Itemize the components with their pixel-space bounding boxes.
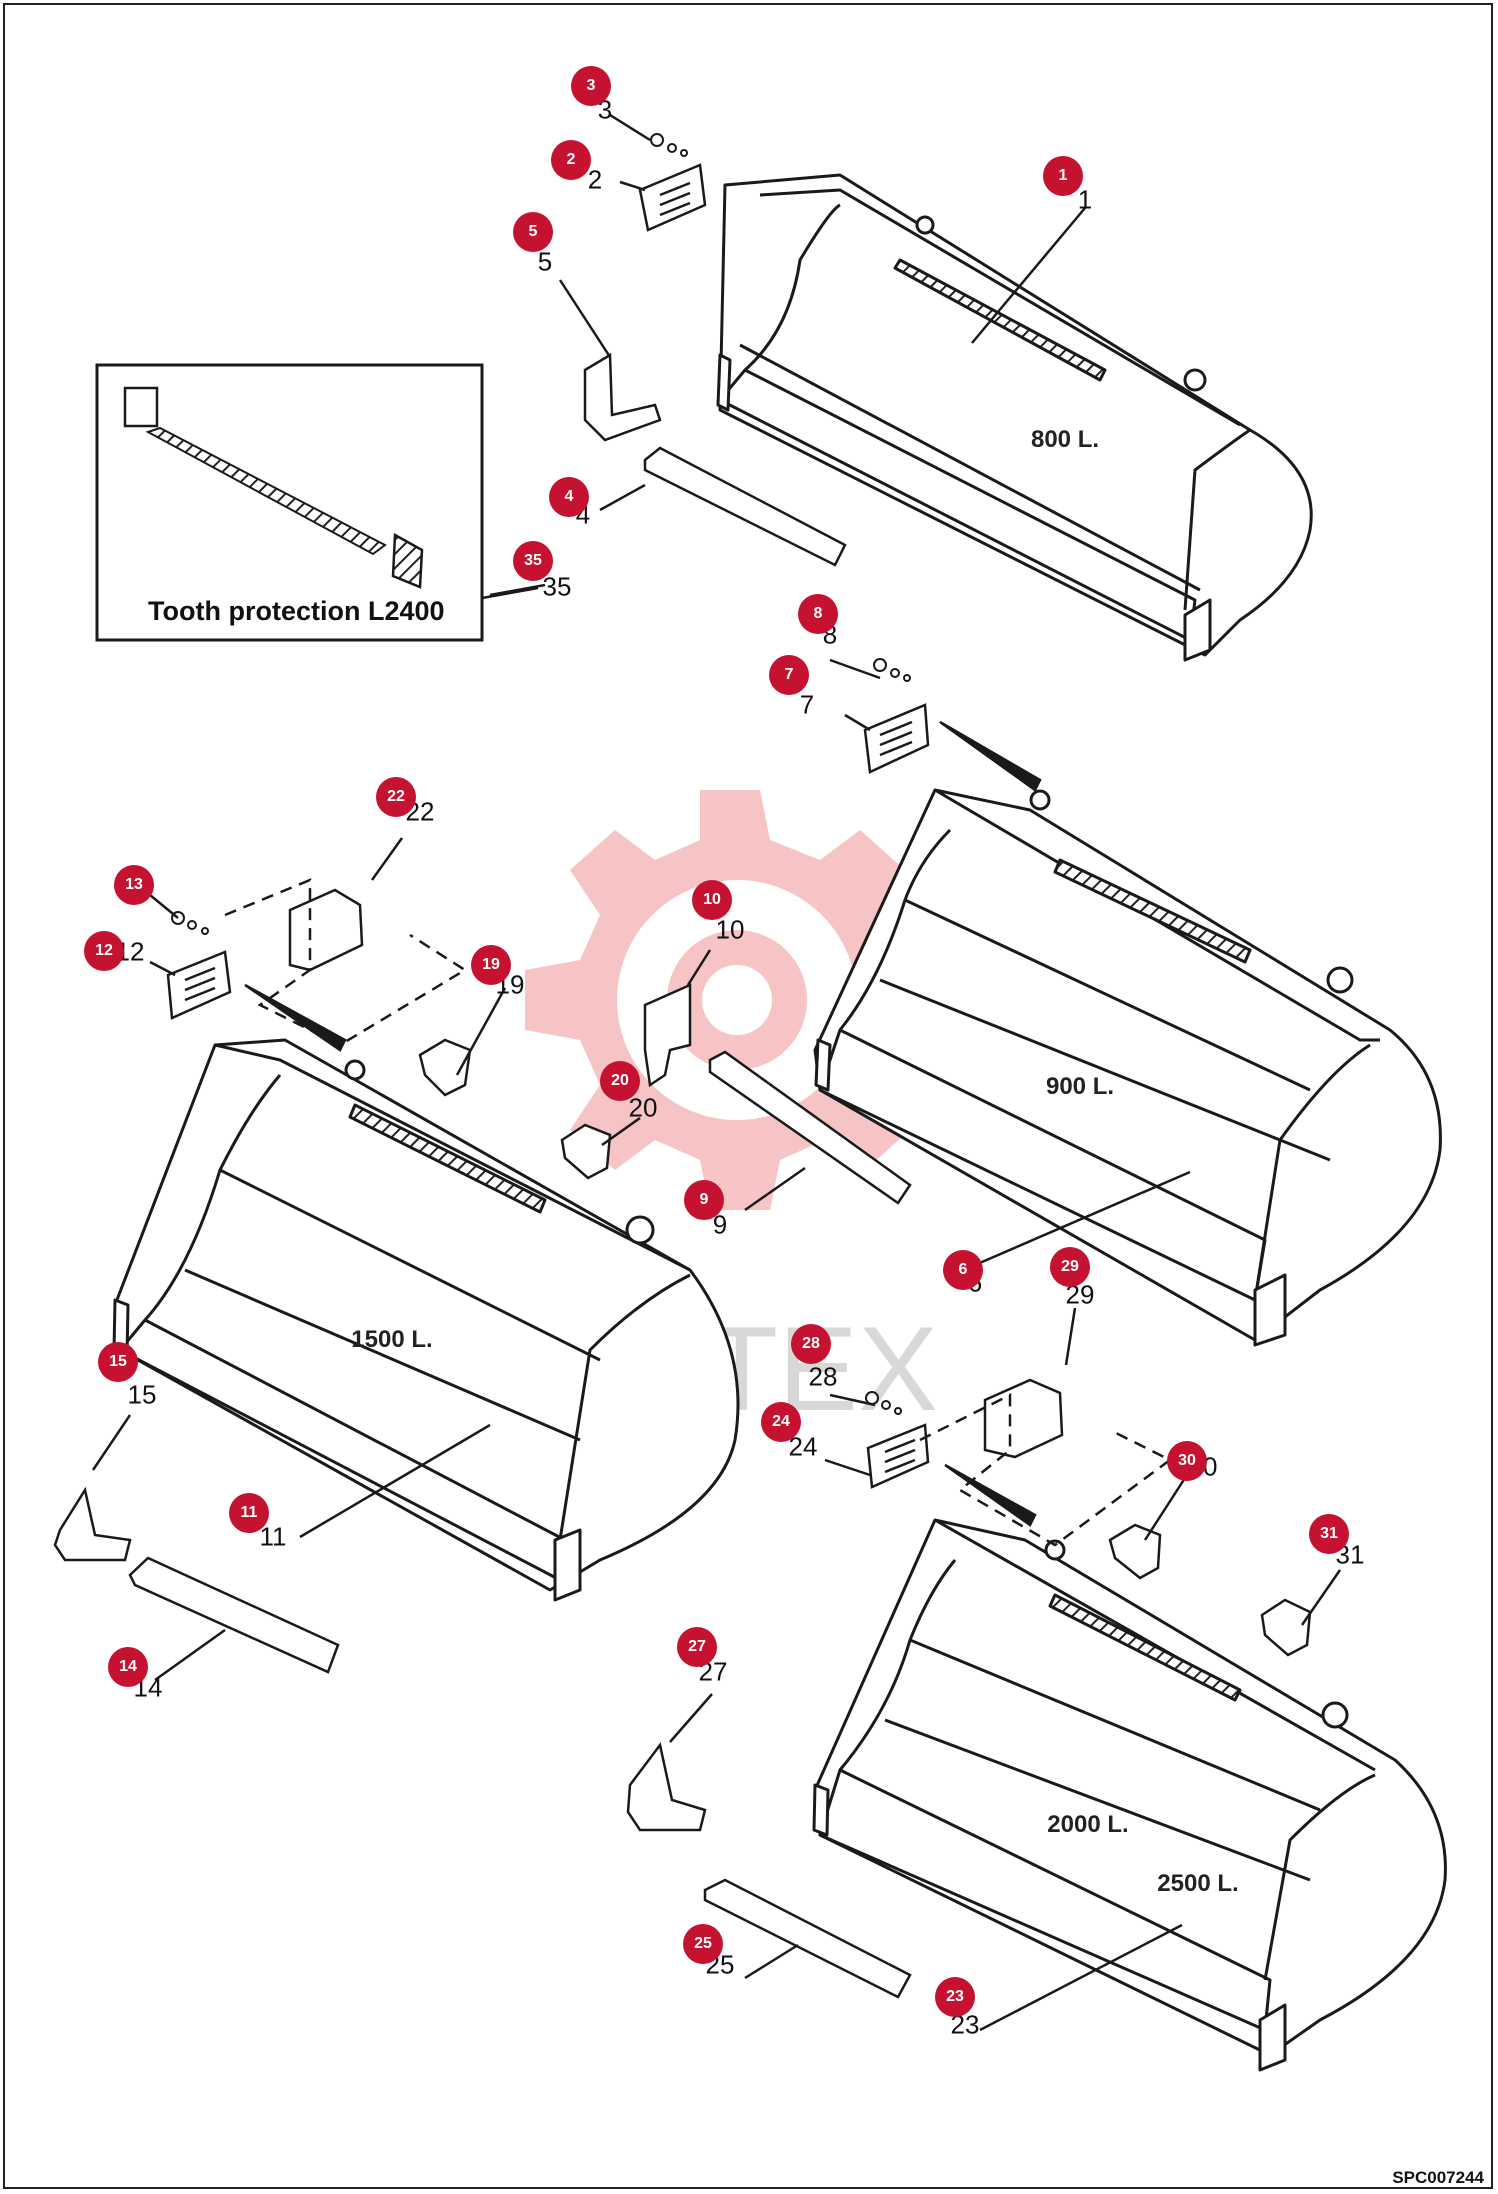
bucket-label-2000: 2000 L. <box>1047 1811 1129 1838</box>
document-id: SPC007244 <box>1392 2168 1484 2187</box>
part-number-28: 28 <box>808 1361 838 1392</box>
part-number-9: 9 <box>712 1209 728 1240</box>
callout-19[interactable]: 19 <box>471 945 511 985</box>
callout-10[interactable]: 10 <box>692 880 732 920</box>
callout-6[interactable]: 6 <box>943 1250 983 1290</box>
callout-13[interactable]: 13 <box>114 865 154 905</box>
leader-lines <box>91 113 1342 2032</box>
bucket-label-2500: 2500 L. <box>1157 1870 1239 1897</box>
inset-caption: Tooth protection L2400 <box>148 596 445 626</box>
callout-3[interactable]: 3 <box>571 66 611 106</box>
callout-14[interactable]: 14 <box>108 1647 148 1687</box>
part-number-11: 11 <box>259 1521 287 1552</box>
bucket-label-900: 900 L. <box>1045 1073 1115 1100</box>
callout-12[interactable]: 12 <box>84 931 124 971</box>
bucket-2000-2500-drawing <box>812 1518 1447 2072</box>
callout-7[interactable]: 7 <box>769 655 809 695</box>
callout-1[interactable]: 1 <box>1043 156 1083 196</box>
callout-23[interactable]: 23 <box>935 1977 975 2017</box>
bolts <box>171 133 911 1415</box>
callout-4[interactable]: 4 <box>549 477 589 517</box>
callout-24[interactable]: 24 <box>761 1402 801 1442</box>
callout-20[interactable]: 20 <box>600 1061 640 1101</box>
part-number-7: 7 <box>799 689 815 720</box>
part-number-2: 2 <box>587 164 603 195</box>
corner-pieces <box>53 352 707 1832</box>
callout-25[interactable]: 25 <box>683 1924 723 1964</box>
tooth-protection-inset <box>95 363 484 642</box>
callout-8[interactable]: 8 <box>798 594 838 634</box>
callout-15[interactable]: 15 <box>98 1342 138 1382</box>
bucket-label-800: 800 L. <box>1030 426 1100 453</box>
part-number-20: 20 <box>628 1092 658 1123</box>
callout-11[interactable]: 11 <box>229 1493 269 1533</box>
diagram-border <box>3 3 1493 2189</box>
part-number-35: 35 <box>542 571 572 602</box>
dashed-guides <box>224 878 1173 1547</box>
part-number-10: 10 <box>715 914 745 945</box>
callout-31[interactable]: 31 <box>1309 1514 1349 1554</box>
callout-9[interactable]: 9 <box>684 1180 724 1220</box>
bucket-1500-drawing <box>112 1038 740 1602</box>
callout-2[interactable]: 2 <box>551 140 591 180</box>
bucket-900-drawing <box>813 788 1442 1347</box>
part-number-5: 5 <box>537 246 553 277</box>
callout-28[interactable]: 28 <box>791 1324 831 1364</box>
callout-30[interactable]: 30 <box>1167 1441 1207 1481</box>
callout-27[interactable]: 27 <box>677 1627 717 1667</box>
brackets <box>288 888 1312 1657</box>
callout-5[interactable]: 5 <box>513 212 553 252</box>
part-number-15: 15 <box>127 1379 157 1410</box>
callout-35[interactable]: 35 <box>513 541 553 581</box>
bucket-800-drawing <box>716 173 1313 662</box>
bucket-label-1500: 1500 L. <box>351 1326 433 1353</box>
callout-22[interactable]: 22 <box>376 777 416 817</box>
part-number-1: 1 <box>1077 184 1093 215</box>
callout-29[interactable]: 29 <box>1050 1247 1090 1287</box>
cutting-edges <box>128 446 912 1999</box>
